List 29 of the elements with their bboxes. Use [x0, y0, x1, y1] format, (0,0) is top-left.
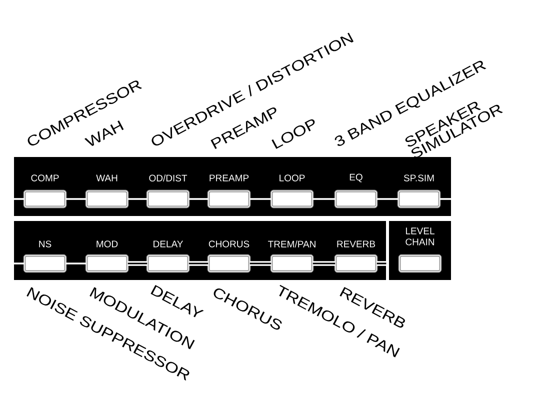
button-label: MOD — [96, 240, 118, 248]
connector-line — [66, 262, 86, 264]
button-label: DELAY — [154, 240, 184, 248]
connector-line — [250, 261, 272, 266]
connector-line — [250, 198, 272, 200]
button-label: REVERB — [337, 240, 376, 248]
button-label: SP.SIM — [404, 174, 434, 182]
connector-line — [128, 198, 148, 200]
button-label: PREAMP — [210, 174, 249, 182]
connector-line — [14, 262, 24, 264]
button-label: LOOP — [280, 174, 305, 182]
connector-line — [66, 198, 86, 200]
button-label: WAH — [96, 174, 118, 182]
connector-line — [14, 198, 24, 200]
button-label: TREM/PAN — [268, 240, 316, 248]
button-label: COMP — [31, 174, 59, 182]
button-label: EQ — [350, 174, 362, 182]
button-label: OD/DIST — [149, 174, 188, 182]
connector-line — [128, 261, 148, 266]
connector-line — [188, 261, 208, 266]
button-label: CHORUS — [208, 240, 250, 248]
button-label: LEVEL CHAIN — [406, 228, 434, 246]
button-label: NS — [39, 240, 52, 248]
connector-line — [376, 261, 386, 266]
connector-line — [312, 261, 336, 266]
connector-line — [376, 198, 398, 200]
connector-line — [188, 198, 208, 200]
connector-line — [312, 198, 336, 200]
connector-line — [440, 198, 452, 200]
